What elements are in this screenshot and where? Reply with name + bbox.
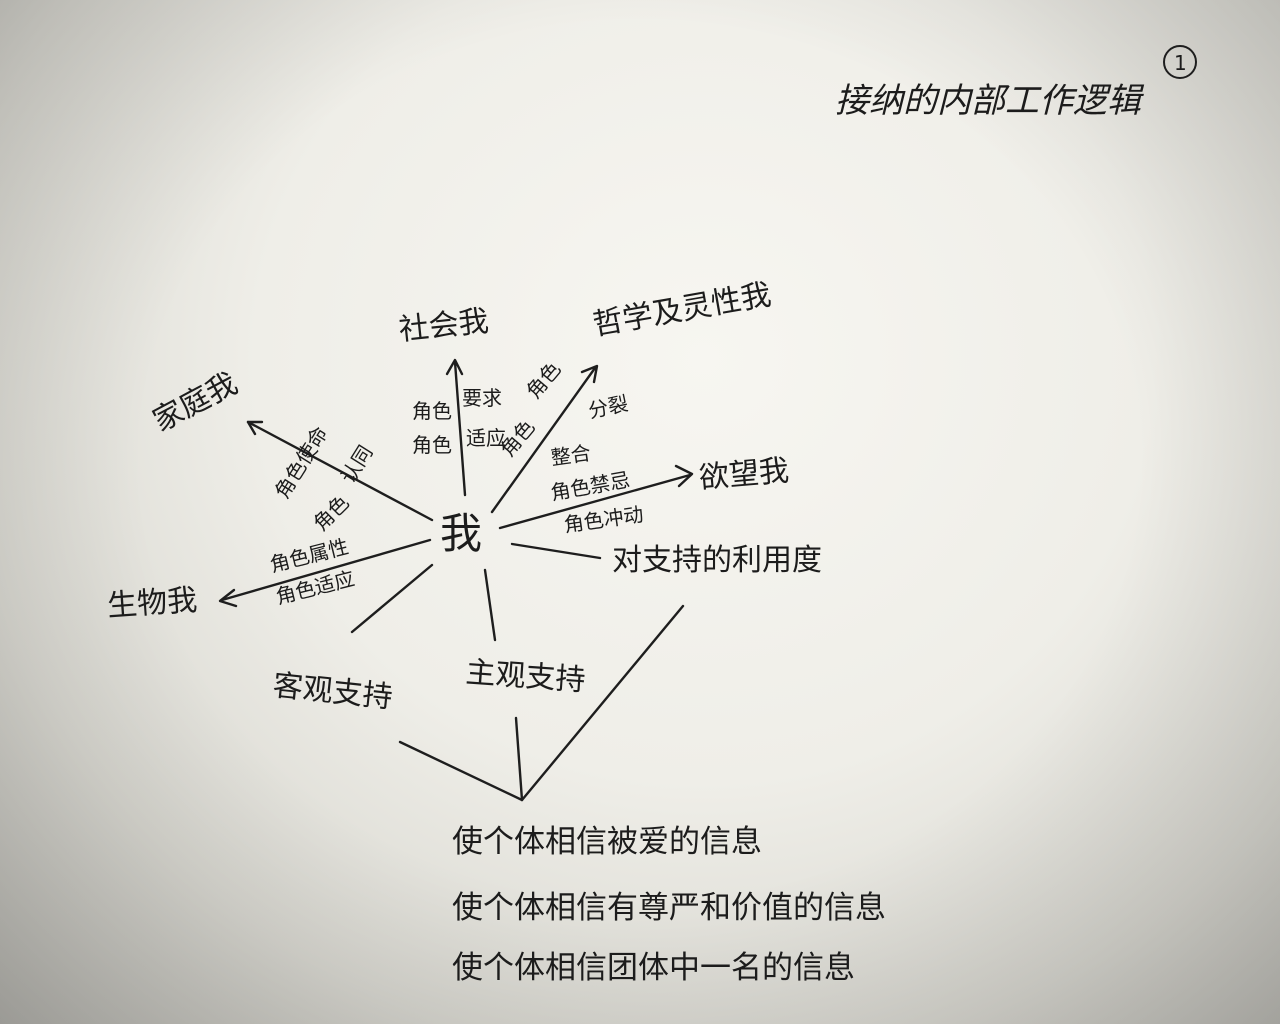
arrowhead-biological <box>218 588 238 608</box>
edge-family-self <box>246 420 434 522</box>
arrowhead-social <box>445 358 464 376</box>
edge-philosophical-self <box>490 366 597 514</box>
edge-support-utilization <box>510 542 602 560</box>
edge-label-social-requirement: 要求 <box>462 386 502 410</box>
node-support-utilization: 对支持的利用度 <box>612 543 822 578</box>
edge-converge-right <box>520 604 685 802</box>
edge-label-philo-role-a: 角色 <box>521 357 565 403</box>
page-number-circle <box>1163 45 1197 79</box>
node-philosophical-self: 哲学及灵性我 <box>590 277 773 343</box>
edge-objective-support <box>350 563 434 634</box>
node-family-self: 家庭我 <box>147 366 243 439</box>
node-subjective-support: 主观支持 <box>464 655 586 698</box>
edge-label-bio-role: 角色 <box>309 490 354 535</box>
node-social-self: 社会我 <box>397 304 490 348</box>
outcome-line-3: 使个体相信团体中一名的信息 <box>452 950 855 986</box>
edge-desire-self <box>498 473 692 530</box>
node-desire-self: 欲望我 <box>698 453 791 496</box>
edge-converge-middle <box>514 716 524 802</box>
center-node-self: 我 <box>440 509 482 558</box>
edge-label-social-role-a: 角色 <box>412 399 452 423</box>
edge-label-philo-integration: 整合 <box>549 441 592 470</box>
edge-label-philo-split: 分裂 <box>586 391 630 423</box>
arrowhead-desire <box>674 464 694 488</box>
edge-label-social-role-b: 角色 <box>412 433 452 457</box>
edge-converge-left <box>398 740 524 802</box>
edge-social-self <box>453 360 467 497</box>
arrowhead-philosophical <box>580 364 599 384</box>
outcome-line-2: 使个体相信有尊严和价值的信息 <box>452 890 886 926</box>
node-objective-support: 客观支持 <box>271 668 394 715</box>
edge-subjective-support <box>483 568 497 642</box>
arrowhead-family <box>246 420 264 436</box>
page-number: 1 <box>1174 51 1187 75</box>
node-biological-self: 生物我 <box>106 583 198 624</box>
edge-label-social-adaptation: 适应 <box>466 426 506 450</box>
outcome-line-1: 使个体相信被爱的信息 <box>452 824 762 860</box>
edge-label-family-identity: 认同 <box>336 441 378 488</box>
page-title: 接纳的内部工作逻辑 <box>835 81 1145 121</box>
edge-label-desire-taboo: 角色禁忌 <box>549 467 632 505</box>
edge-biological-self <box>220 538 432 602</box>
